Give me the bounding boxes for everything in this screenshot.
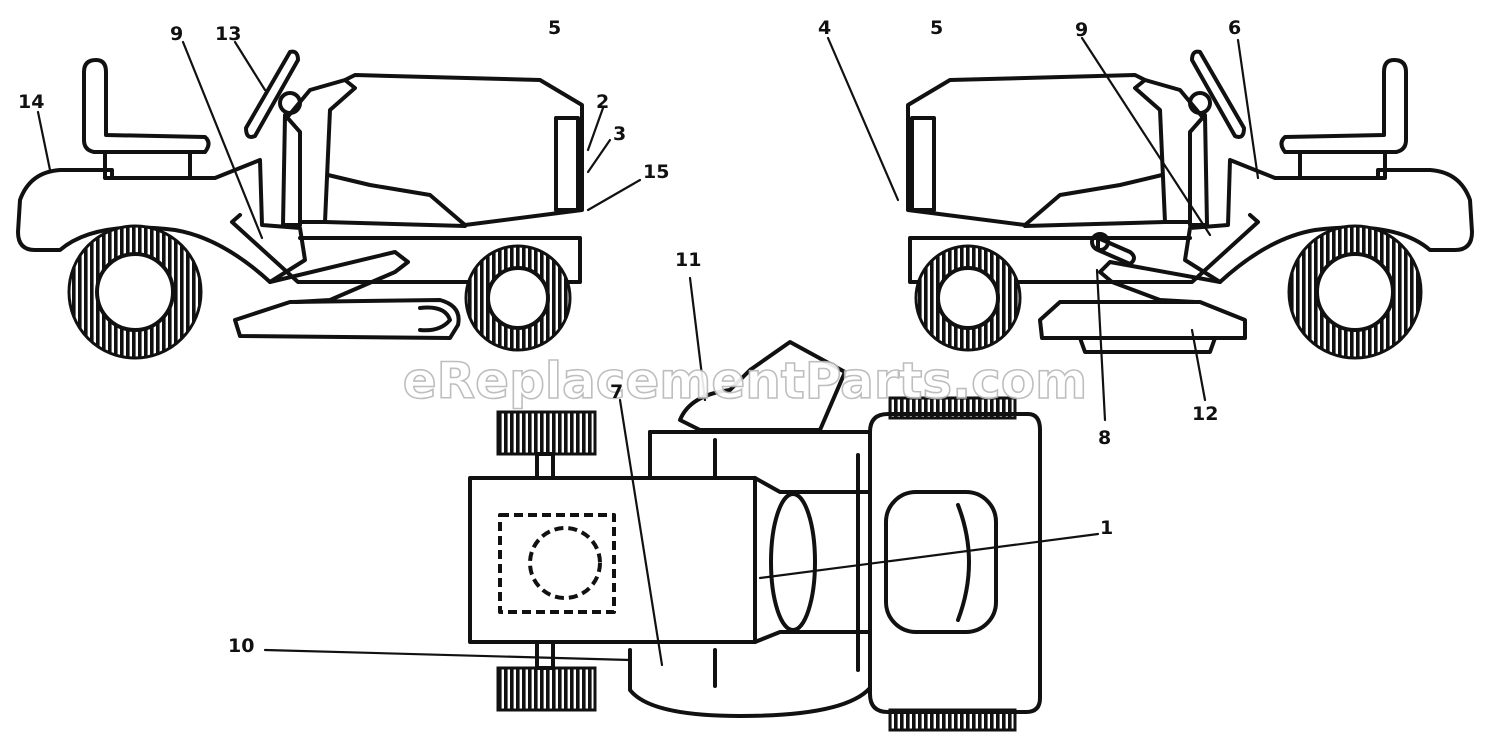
seat (82, 58, 211, 154)
rear-left-hub (95, 252, 175, 332)
callout-15: 15 (643, 161, 669, 183)
front-right-hub (936, 266, 1000, 330)
frame-rail (908, 213, 1260, 284)
left-side-view (16, 49, 584, 360)
grille-decal (554, 116, 580, 212)
seat (1279, 58, 1408, 154)
seat-base (1298, 150, 1387, 180)
steering-wheel (1190, 49, 1246, 139)
callout-4: 4 (818, 17, 831, 39)
frame-rail (230, 213, 582, 284)
callout-12: 12 (1192, 403, 1218, 425)
discharge-chute (678, 340, 847, 432)
engine-flywheel (528, 526, 602, 600)
grille-decal (910, 116, 936, 212)
dash-panel (283, 78, 357, 224)
steering-wheel (244, 49, 300, 139)
callout-6: 6 (1228, 17, 1241, 39)
front-tire-bottom (496, 666, 597, 712)
hood-top (468, 476, 757, 644)
mower-deck (1038, 300, 1247, 340)
callout-3: 3 (613, 123, 626, 145)
dash-panel (1133, 78, 1207, 224)
rear-fender (1183, 158, 1474, 284)
callout-9-left: 9 (170, 23, 183, 45)
callout-7: 7 (610, 381, 623, 403)
watermark-text: eReplacementParts.com (403, 352, 1088, 410)
callout-5-right: 5 (930, 17, 943, 39)
seat-top (884, 490, 998, 634)
steering-column (1188, 113, 1209, 227)
hood (906, 73, 1164, 227)
hood (326, 73, 584, 227)
rear-right-hub (1315, 252, 1395, 332)
right-side-view (906, 49, 1474, 360)
lift-lever (268, 250, 410, 304)
steering-column (281, 113, 302, 227)
callout-2: 2 (596, 91, 609, 113)
callout-8: 8 (1098, 427, 1111, 449)
rear-fender (16, 158, 307, 284)
deck-outline (628, 430, 872, 718)
callout-11: 11 (675, 249, 701, 271)
callout-10: 10 (228, 635, 254, 657)
steering-wheel-top (769, 492, 817, 632)
lift-handle (1096, 236, 1136, 266)
callout-1: 1 (1100, 517, 1113, 539)
callout-labels: 14 9 13 5 2 3 15 4 5 9 6 11 8 12 7 1 10 (18, 17, 1241, 657)
callout-9-right: 9 (1075, 19, 1088, 41)
callout-5-left: 5 (548, 17, 561, 39)
rear-body (868, 412, 1042, 714)
callout-14: 14 (18, 91, 44, 113)
seat-base (103, 150, 192, 180)
mower-deck (233, 298, 461, 340)
engine-outline (498, 513, 616, 614)
deck-chute (1078, 336, 1217, 354)
leader-lines (36, 36, 1260, 667)
front-tire-top (496, 410, 597, 456)
front-left-hub (486, 266, 550, 330)
callout-13: 13 (215, 23, 241, 45)
